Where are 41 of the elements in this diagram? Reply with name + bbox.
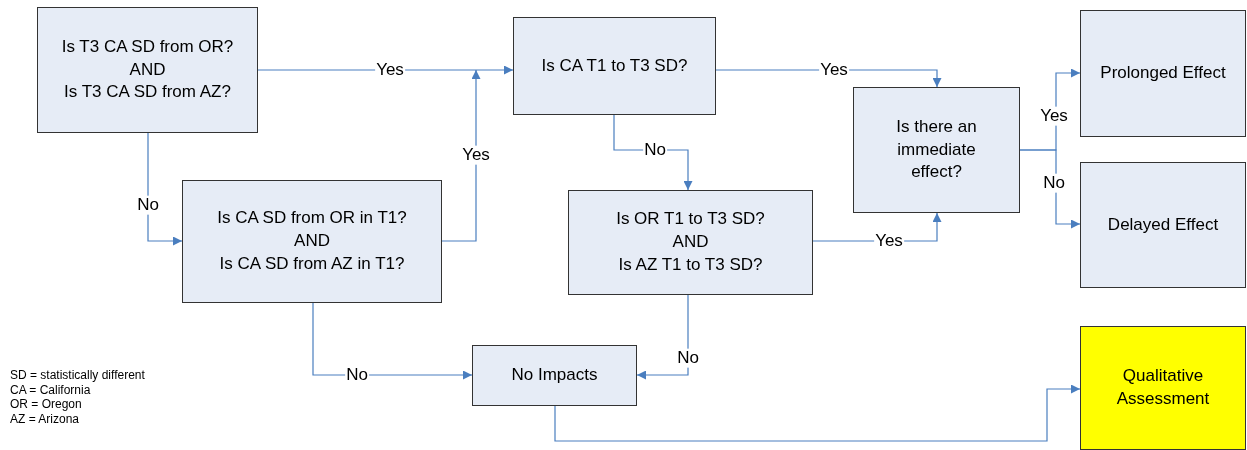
node-text: Is T3 CA SD from OR?	[61, 35, 234, 58]
legend-note: OR = Oregon	[10, 397, 82, 412]
process-box	[182, 180, 442, 303]
edge-label: Yes	[461, 145, 491, 165]
result-box	[1080, 326, 1246, 450]
legend-note: CA = California	[10, 382, 91, 397]
edge-label: No	[676, 348, 700, 368]
legend-note: SD = statistically different	[10, 368, 145, 383]
node-text: Is T3 CA SD from AZ?	[64, 81, 231, 104]
node-text: Is AZ T1 to T3 SD?	[618, 253, 763, 276]
node-text: Is OR T1 to T3 SD?	[616, 208, 765, 231]
arrow	[613, 114, 693, 191]
arrow	[554, 384, 1081, 442]
arrow	[312, 302, 473, 380]
edge-label: Yes	[1039, 106, 1069, 126]
process-box	[853, 87, 1020, 213]
arrow	[1019, 149, 1081, 229]
node-text: Is CA T1 to T3 SD?	[541, 54, 688, 77]
node-text: Is CA SD from OR in T1?	[217, 207, 407, 230]
node-text: Delayed Effect	[1107, 213, 1219, 236]
process-box	[1080, 162, 1246, 288]
process-box	[1080, 10, 1246, 137]
arrow	[441, 69, 481, 242]
node-text: Prolonged Effect	[1100, 62, 1226, 85]
process-box	[472, 345, 637, 406]
node-text: AND	[672, 231, 709, 254]
legend-note: AZ = Arizona	[10, 411, 80, 426]
node-text: No Impacts	[511, 364, 598, 387]
node-text: Qualitative Assessment	[1115, 365, 1211, 410]
arrow	[147, 132, 183, 246]
process-box	[37, 7, 258, 133]
node-text: Is CA SD from AZ in T1?	[219, 252, 405, 275]
node-text: AND	[294, 230, 330, 253]
arrow	[257, 65, 514, 75]
arrow	[636, 294, 689, 380]
node-text: Is there an immediate effect?	[895, 115, 978, 184]
edge-label: No	[136, 195, 160, 215]
process-box	[513, 17, 716, 115]
process-box	[568, 190, 813, 295]
edge-label: No	[1042, 173, 1066, 193]
node-text: AND	[129, 58, 166, 81]
